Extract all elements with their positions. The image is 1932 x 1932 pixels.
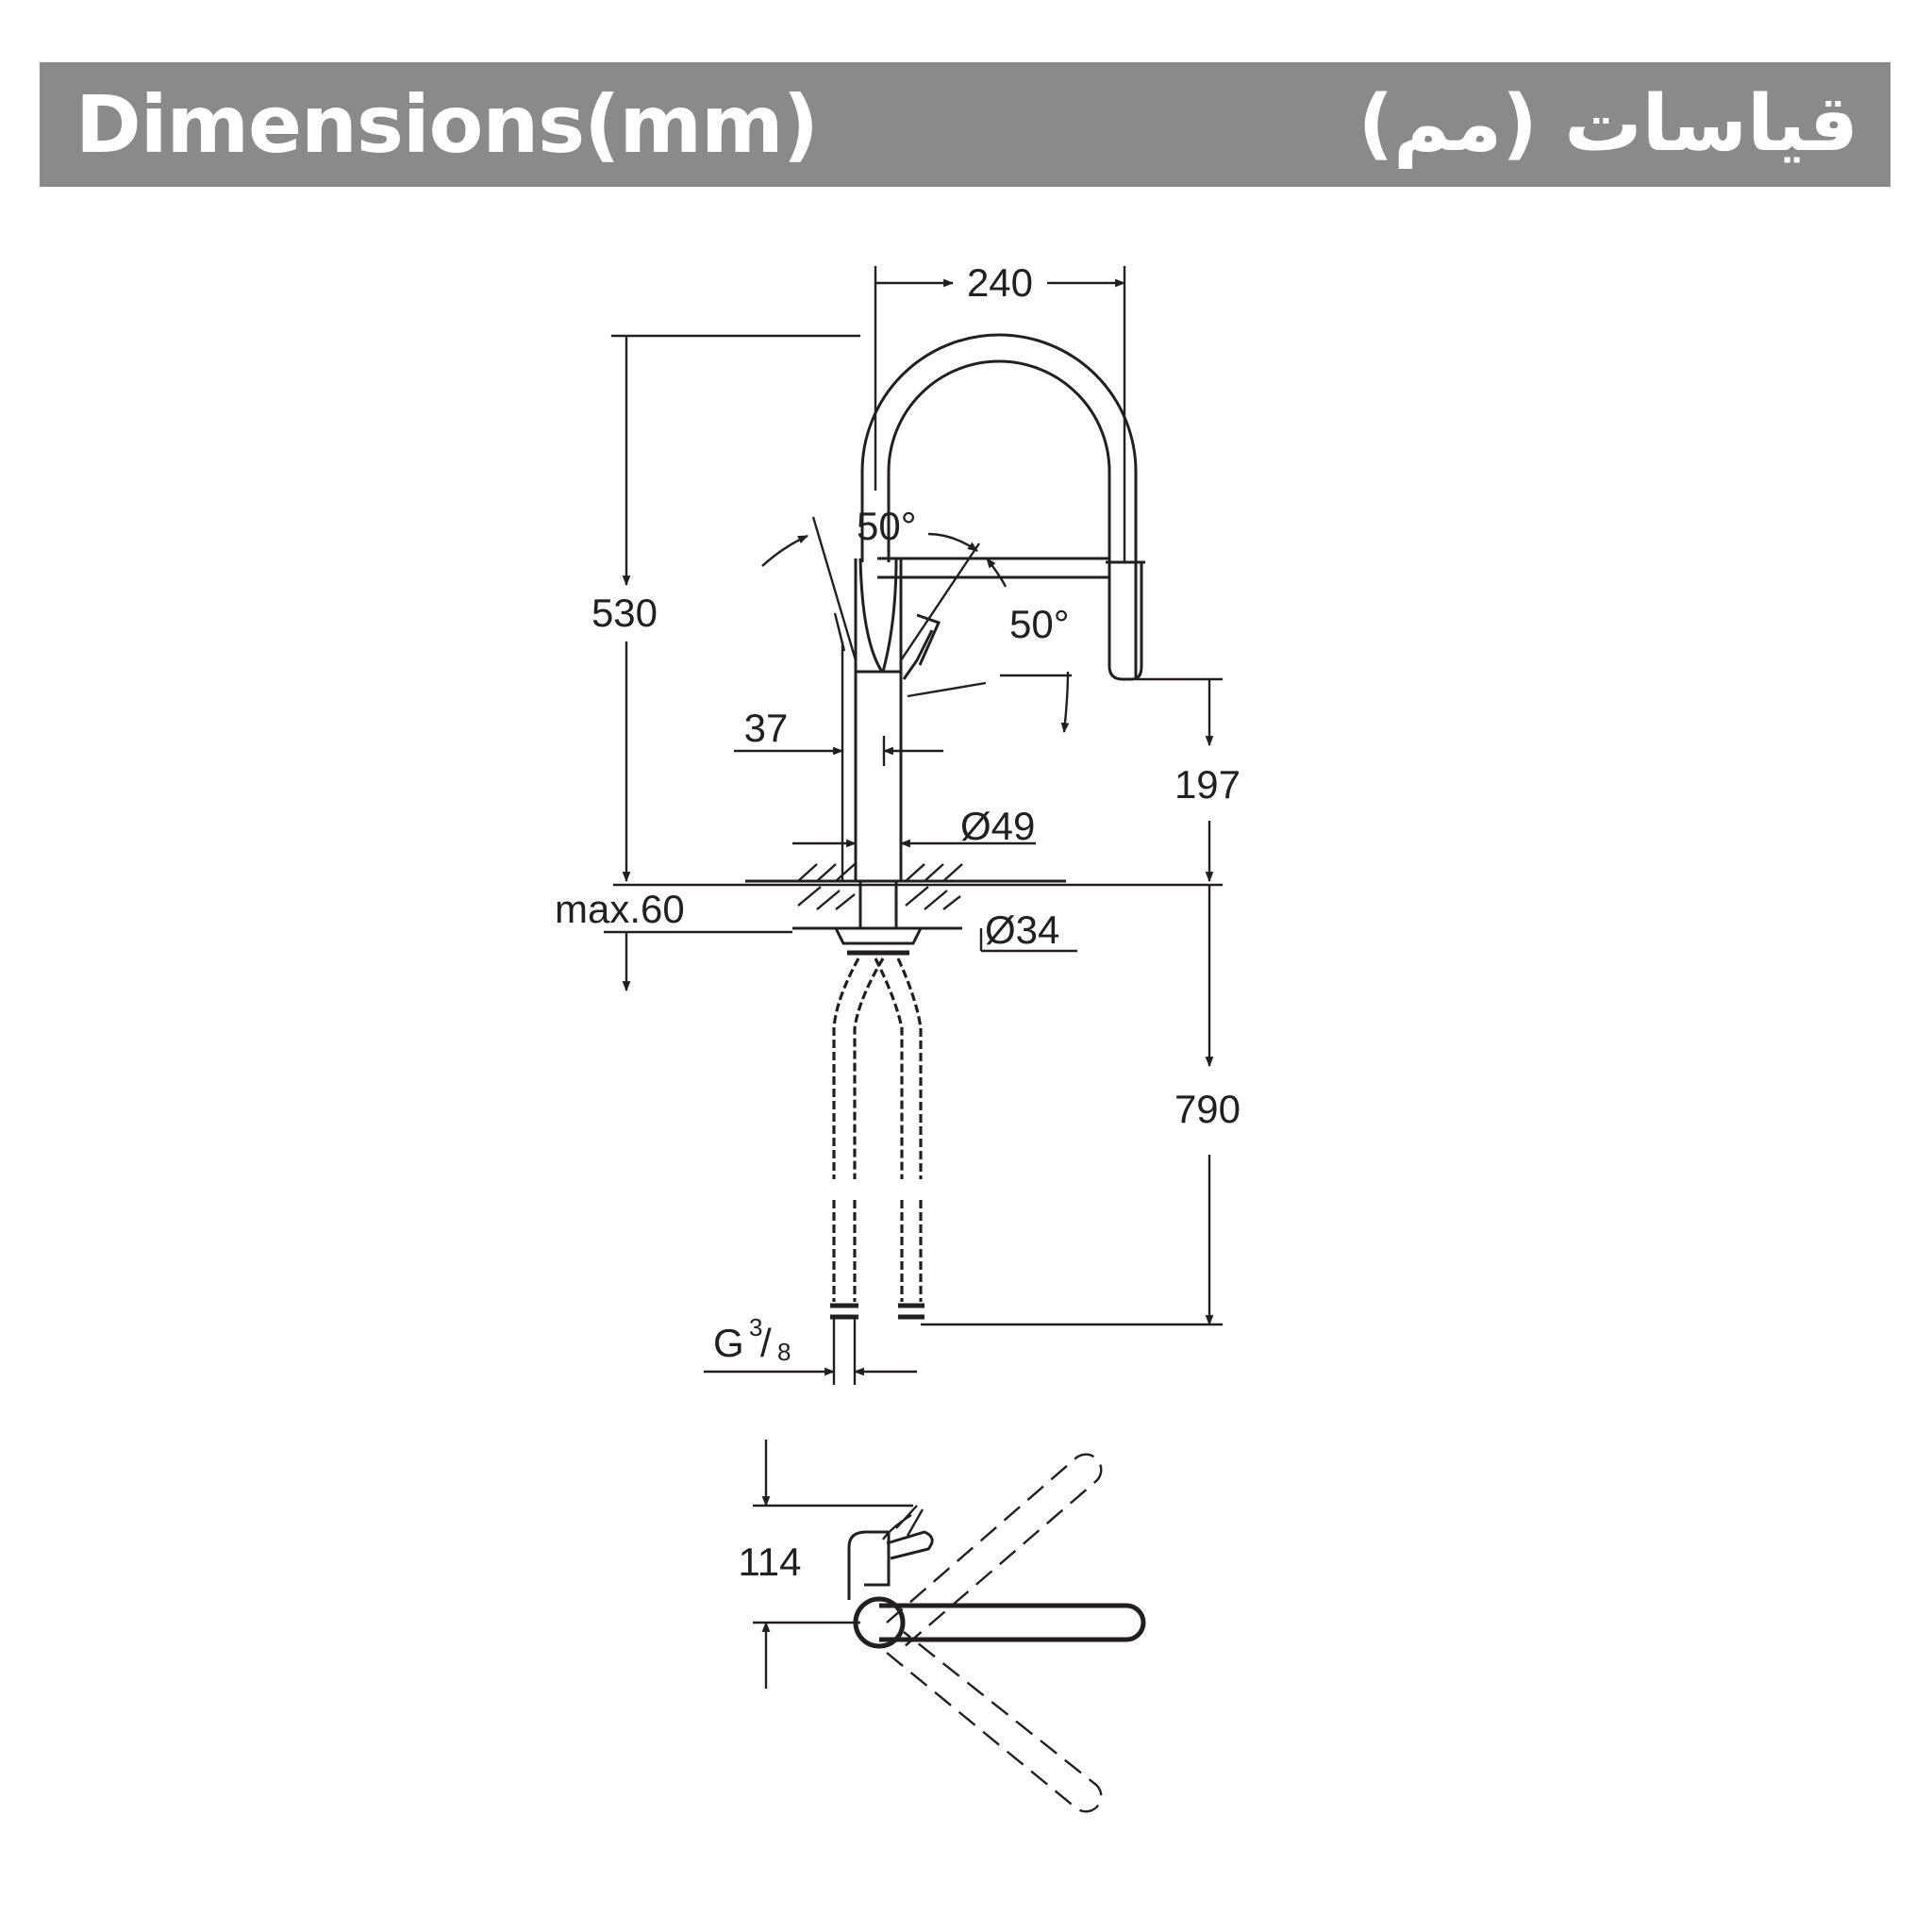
dim-hose-length: 790 [921,885,1241,1326]
dim-outlet-height-label: 197 [1174,762,1241,807]
dim-deck-thickness: max.60 [555,883,1223,992]
dim-shank-diameter-label: Ø34 [985,908,1059,952]
dim-thread-numerator: 3 [749,1313,762,1341]
dim-thread-g-label: G [713,1321,744,1365]
dim-body-diameter-label: Ø49 [960,804,1035,848]
title-english: Dimensions(mm) [75,78,819,171]
faucet-side-view [745,333,1145,1320]
faucet-top-view [847,1453,1146,1813]
dim-top-view-depth: 114 [739,1440,913,1689]
dim-deck-thickness-label: max.60 [555,887,685,931]
dim-spout-reach-label: 240 [967,260,1033,305]
dim-swivel-right-label: 50° [1009,602,1070,646]
dim-body-offset-label: 37 [744,706,789,750]
dim-top-view-depth-label: 114 [739,1540,802,1584]
title-arabic: قياسات (مم) [1357,79,1858,169]
dim-connection-thread: G 3 / 8 [704,1313,917,1385]
dim-swivel-left-label: 50° [857,504,917,548]
dim-body-diameter: Ø49 [792,804,1036,848]
dim-swivel-angles: 50° 50° [761,504,1072,734]
dim-outlet-height: 197 [1136,677,1241,883]
dimensions-header-bar: Dimensions(mm) قياسات (مم) [40,62,1890,187]
dim-total-height-label: 530 [591,591,658,635]
dim-hose-length-label: 790 [1174,1087,1241,1131]
dim-thread-denominator: 8 [777,1338,791,1366]
dim-spout-reach: 240 [874,260,1126,562]
dim-total-height: 530 [591,334,860,883]
dim-thread-slash: / [760,1321,772,1365]
dim-body-offset: 37 [734,641,943,881]
dim-shank-diameter: Ø34 [979,908,1077,953]
